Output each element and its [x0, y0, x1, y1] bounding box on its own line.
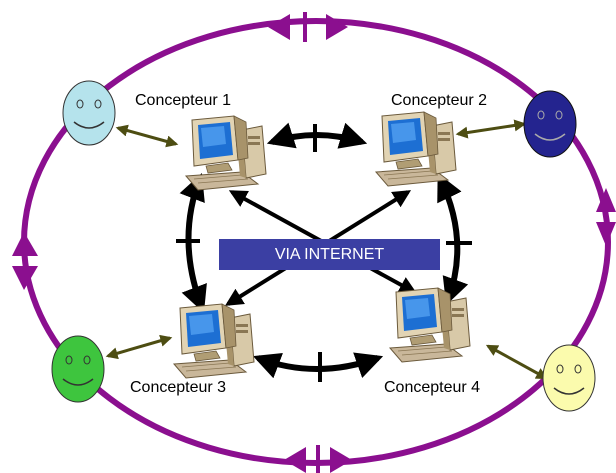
desktop-computer-icon — [375, 111, 457, 187]
concepteur-3-label: Concepteur 3 — [130, 379, 227, 396]
computer-3 — [173, 303, 255, 379]
concepteur-2-label: Concepteur 2 — [391, 92, 488, 109]
user-2-smiley-face-icon — [523, 90, 577, 158]
computer-1 — [185, 115, 267, 191]
desktop-computer-icon — [185, 115, 267, 191]
desktop-computer-icon — [173, 303, 255, 379]
concepteur-4-label: Concepteur 4 — [384, 379, 481, 396]
computer-4 — [389, 287, 471, 363]
outer-ring — [12, 12, 616, 473]
via-internet-banner: VIA INTERNET — [219, 239, 440, 270]
user-4-smiley-face-icon — [542, 344, 596, 412]
desktop-computer-icon — [389, 287, 471, 363]
user-links — [105, 119, 549, 380]
computer-2 — [375, 111, 457, 187]
user-3-smiley-face-icon — [51, 335, 105, 403]
network-links — [176, 122, 472, 382]
user-1-smiley-face-icon — [62, 80, 116, 146]
concepteur-1-label: Concepteur 1 — [135, 92, 232, 109]
